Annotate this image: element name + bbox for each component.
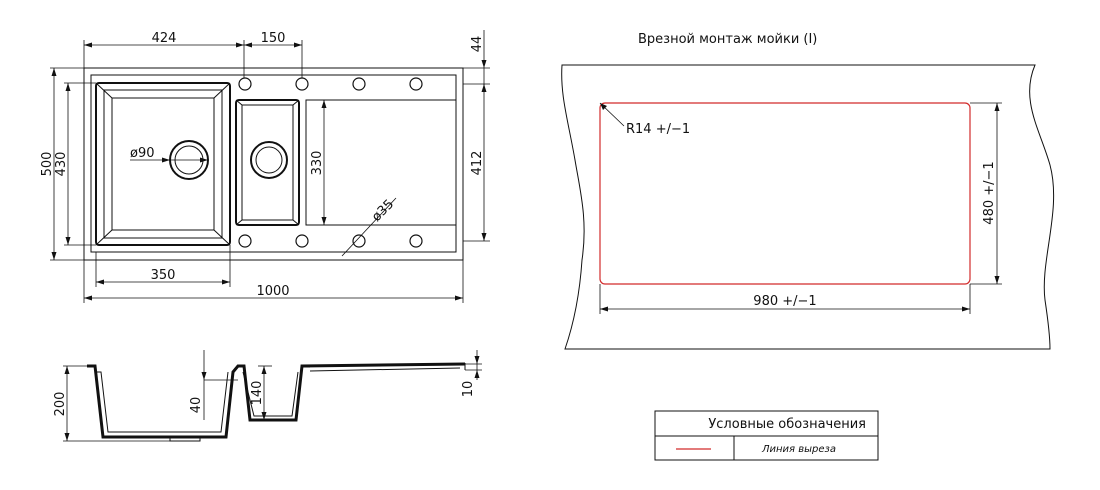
small-drain-icon	[250, 141, 288, 179]
dim-200: 200	[53, 392, 68, 417]
tap-holes	[238, 77, 423, 248]
main-bowl	[95, 82, 231, 246]
dim-424: 424	[152, 31, 177, 46]
legend-item-label: Линия выреза	[761, 444, 836, 455]
drainer-area	[305, 99, 457, 226]
dim-430: 430	[54, 152, 69, 177]
dim-500: 500	[40, 152, 55, 177]
dim-330: 330	[310, 151, 325, 176]
sink-outline	[83, 67, 464, 261]
dim-44: 44	[470, 36, 485, 53]
small-bowl	[235, 99, 300, 226]
dim-90: ø90	[130, 146, 155, 161]
cutout-radius: R14 +/−1	[626, 122, 690, 137]
legend	[654, 410, 879, 461]
cutout-title: Врезной монтаж мойки (I)	[638, 32, 817, 47]
dim-140: 140	[250, 381, 265, 406]
dim-1000: 1000	[256, 284, 289, 299]
cutout-width: 980 +/−1	[753, 294, 816, 309]
dim-150: 150	[261, 31, 286, 46]
legend-title: Условные обозначения	[708, 417, 866, 432]
countertop	[561, 64, 1055, 350]
dim-10: 10	[461, 381, 476, 398]
section-view	[63, 350, 482, 442]
top-view	[50, 30, 490, 303]
cutout-height: 480 +/−1	[982, 161, 997, 224]
dimension-lines	[50, 30, 490, 303]
dim-40: 40	[189, 397, 204, 414]
dim-350: 350	[151, 268, 176, 283]
dim-412: 412	[470, 151, 485, 176]
cutout-line	[599, 102, 971, 285]
dimension-arrows	[51, 42, 487, 301]
